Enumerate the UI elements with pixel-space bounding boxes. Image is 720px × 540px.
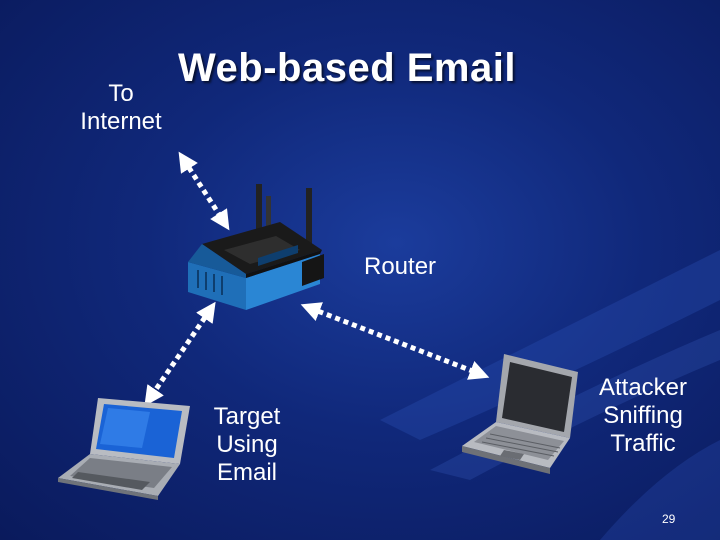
target-label: Target Using Email <box>198 403 296 487</box>
page-number: 29 <box>662 512 676 526</box>
internet-router-arrow <box>178 151 230 231</box>
router-target-arrow <box>144 301 216 407</box>
to-internet-line-1: To <box>108 80 134 107</box>
to-internet-label: To Internet <box>70 80 172 136</box>
target-laptop-icon <box>58 398 190 500</box>
to-internet-line-2: Internet <box>80 108 162 135</box>
slide-title: Web-based Email <box>178 46 516 90</box>
router-attacker-arrow <box>300 302 490 380</box>
wireless-router-icon <box>188 184 324 310</box>
target-line-3: Email <box>216 459 277 486</box>
attacker-line-1: Attacker <box>598 374 688 401</box>
target-line-1: Target <box>213 403 281 430</box>
router-label: Router <box>364 253 437 280</box>
attacker-laptop-icon <box>462 354 578 474</box>
attacker-label: Attacker Sniffing Traffic <box>588 374 698 458</box>
target-line-2: Using <box>216 431 278 458</box>
attacker-line-3: Traffic <box>610 430 676 457</box>
attacker-line-2: Sniffing <box>603 402 683 429</box>
